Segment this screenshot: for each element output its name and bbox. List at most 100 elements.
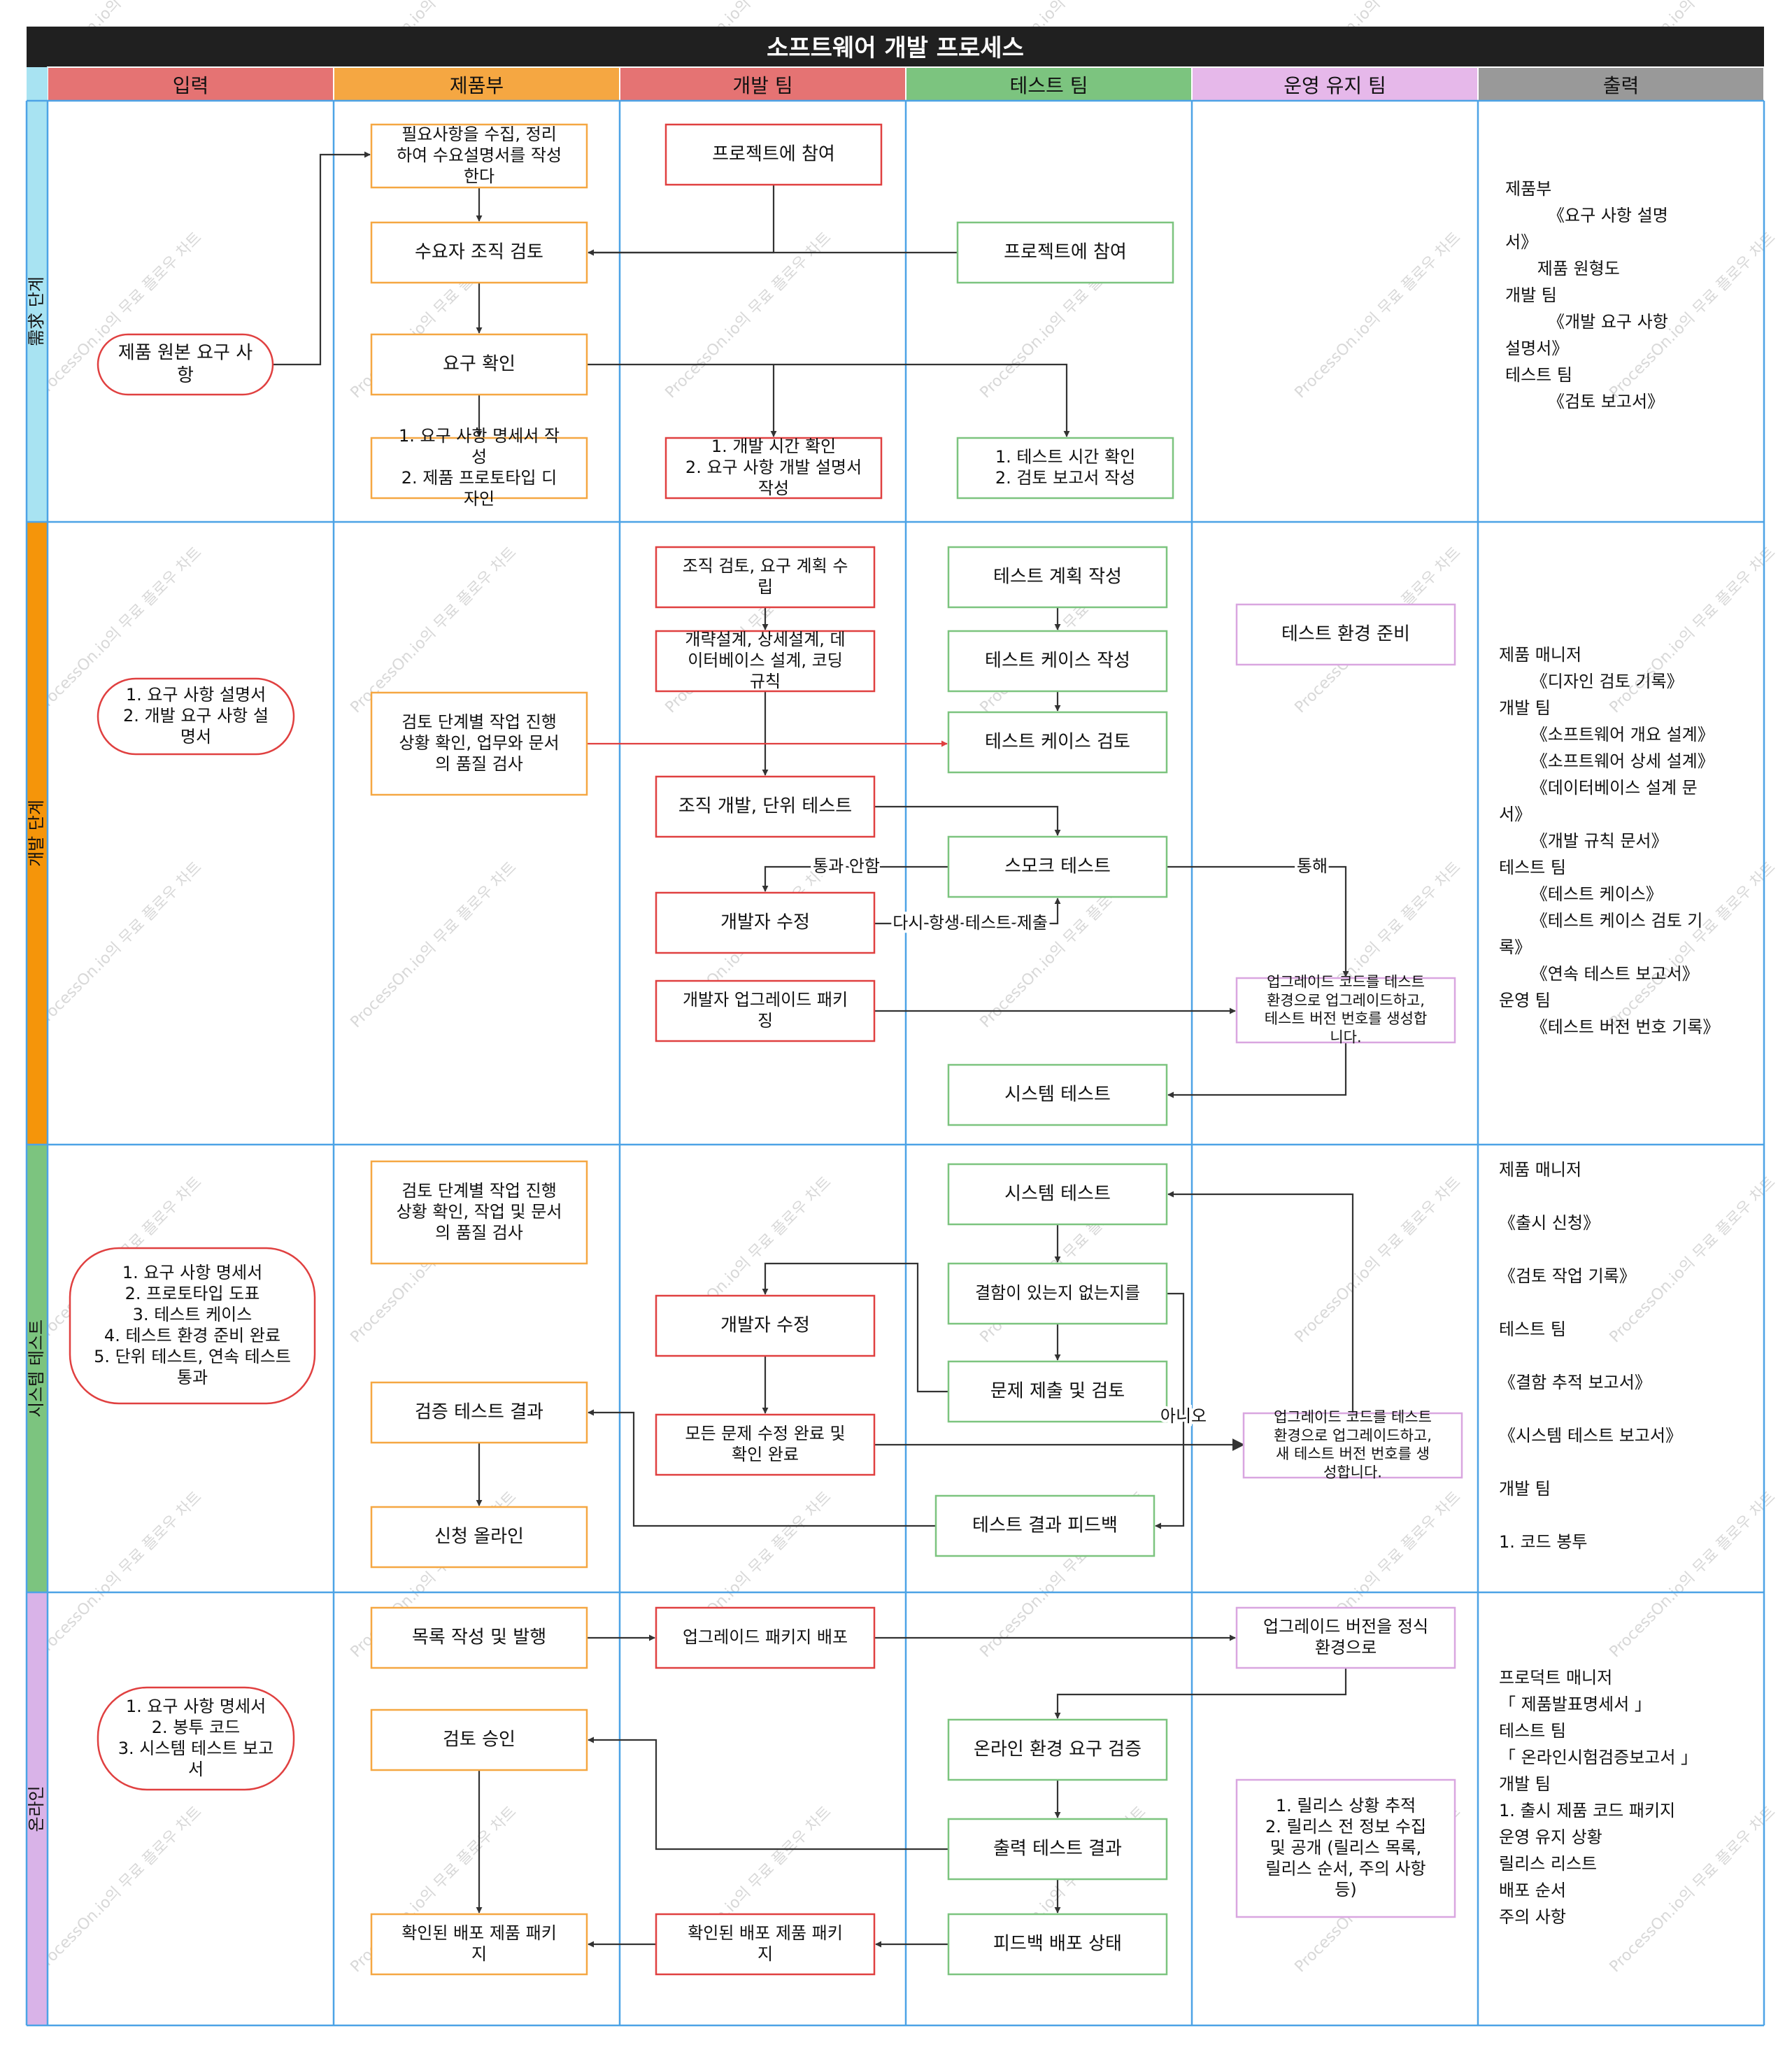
node-shape-rect: [947, 711, 1168, 774]
process-node-r2-t1[interactable]: 테스트 계획 작성: [947, 546, 1168, 609]
process-node-r1-p3[interactable]: 요구 확인: [370, 333, 588, 396]
process-node-r4-o2[interactable]: 1. 릴리스 상황 추적2. 릴리스 전 정보 수집및 공개 (릴리스 목록,릴…: [1235, 1778, 1456, 1918]
node-label: 성합니다.: [1323, 1464, 1382, 1480]
process-node-r4-p3[interactable]: 확인된 배포 제품 패키지: [370, 1913, 588, 1976]
node-label: 확인된 배포 제품 패키: [688, 1923, 843, 1943]
edge-label-resubmit: 다시 항생 테스트 제출: [893, 913, 1048, 933]
node-label: 및 공개 (릴리스 목록,: [1270, 1838, 1422, 1858]
node-label: 스모크 테스트: [1004, 856, 1111, 877]
node-shape-rect: [370, 1160, 588, 1265]
node-shape-oval: [97, 1686, 295, 1791]
node-shape-rect: [655, 1606, 876, 1669]
process-node-r3-d2[interactable]: 모든 문제 수정 완료 및확인 완료: [655, 1413, 876, 1476]
process-node-r4-p2[interactable]: 검토 승인: [370, 1708, 588, 1771]
process-node-r3-d1[interactable]: 개발자 수정: [655, 1294, 876, 1357]
node-label: 테스트 환경 준비: [1281, 624, 1410, 645]
node-label: 지: [758, 1944, 773, 1964]
node-label: 2. 제품 프로토타입 디: [401, 468, 557, 488]
process-node-r1-in[interactable]: 제품 원본 요구 사항: [97, 333, 274, 396]
node-label: 징: [758, 1011, 773, 1031]
node-shape-rect: [947, 546, 1168, 609]
node-label: 테스트 케이스 검토: [985, 732, 1130, 753]
process-node-r2-t4[interactable]: 스모크 테스트: [947, 835, 1168, 898]
node-label: 의 품질 검사: [435, 1223, 523, 1243]
node-label: 피드백 배포 상태: [993, 1934, 1122, 1955]
process-node-r2-t2[interactable]: 테스트 케이스 작성: [947, 630, 1168, 693]
process-node-r1-d1[interactable]: 프로젝트에 참여: [664, 123, 883, 186]
process-node-r2-t3[interactable]: 테스트 케이스 검토: [947, 711, 1168, 774]
node-label: 하여 수요설명서를 작성: [397, 146, 562, 165]
node-label: 2. 프로토타입 도표: [125, 1284, 260, 1303]
process-node-r4-d1[interactable]: 업그레이드 패키지 배포: [655, 1606, 876, 1669]
node-shape-rect: [370, 221, 588, 284]
process-node-r3-p2[interactable]: 검증 테스트 결과: [370, 1381, 588, 1444]
watermark-text: ProcessOn.io의 무료 플로우 차트: [33, 858, 206, 1031]
watermark-text: ProcessOn.io의 무료 플로우 차트: [662, 229, 835, 402]
node-shape-rect: [947, 835, 1168, 898]
process-node-r4-t1[interactable]: 온라인 환경 요구 검증: [947, 1718, 1168, 1781]
node-shape-rect: [664, 437, 883, 500]
process-node-r2-d4[interactable]: 개발자 수정: [655, 891, 876, 954]
process-node-r2-d1[interactable]: 조직 검토, 요구 계획 수립: [655, 546, 876, 609]
process-node-r3-p3[interactable]: 신청 올라인: [370, 1506, 588, 1569]
node-label: 시스템 테스트: [1004, 1184, 1111, 1205]
node-label: 1. 요구 사항 명세서 작: [399, 426, 560, 446]
process-node-r1-t2[interactable]: 1. 테스트 시간 확인2. 검토 보고서 작성: [956, 437, 1174, 500]
connector-arrow: [1167, 1191, 1354, 1413]
node-shape-rect: [370, 123, 588, 189]
node-label: 4. 테스트 환경 준비 완료: [104, 1326, 280, 1345]
process-node-r3-t2[interactable]: 결함이 있는지 없는지를: [947, 1262, 1168, 1325]
process-node-r1-p4[interactable]: 1. 요구 사항 명세서 작성2. 제품 프로토타입 디자인: [370, 426, 588, 509]
node-label: 등): [1335, 1880, 1356, 1899]
column-header-bg: [1191, 66, 1479, 101]
node-shape-rect: [655, 1913, 876, 1976]
row-label-bg: [27, 522, 48, 1145]
process-node-r2-d5[interactable]: 개발자 업그레이드 패키징: [655, 979, 876, 1042]
process-node-r4-t3[interactable]: 피드백 배포 상태: [947, 1913, 1168, 1976]
connector-arrow: [1167, 865, 1349, 977]
process-node-r3-t3[interactable]: 문제 제출 및 검토: [947, 1360, 1168, 1423]
connector-arrow: [1167, 1042, 1347, 1098]
process-node-r4-p1[interactable]: 목록 작성 및 발행: [370, 1606, 588, 1669]
process-node-r2-d3[interactable]: 조직 개발, 단위 테스트: [655, 775, 876, 838]
process-node-r4-t2[interactable]: 출력 테스트 결과: [947, 1818, 1168, 1881]
process-node-r2-t5[interactable]: 시스템 테스트: [947, 1063, 1168, 1126]
node-label: 2. 릴리스 전 정보 수집: [1265, 1817, 1426, 1837]
process-node-r3-t1[interactable]: 시스템 테스트: [947, 1163, 1168, 1226]
node-label: 온라인 환경 요구 검증: [974, 1739, 1142, 1760]
node-label: 3. 시스템 테스트 보고: [118, 1739, 273, 1758]
node-shape-rect: [947, 630, 1168, 693]
node-label: 2. 요구 사항 개발 설명서: [685, 458, 862, 477]
process-node-r1-t1[interactable]: 프로젝트에 참여: [956, 221, 1174, 284]
output-line: 개발 팀: [1499, 1774, 1551, 1794]
output-block: 프로덕트 매니저「 제품발표명세서 」테스트 팀「 온라인시험검증보고서 」개발…: [1499, 1668, 1698, 1927]
node-label: 1. 요구 사항 설명서: [126, 685, 266, 705]
node-shape-rect: [655, 775, 876, 838]
row-label-bg: [27, 1592, 48, 2025]
process-node-r3-t4[interactable]: 테스트 결과 피드백: [934, 1494, 1155, 1557]
output-line: 《개발 요구 사항: [1505, 312, 1668, 332]
process-node-r2-o1[interactable]: 테스트 환경 준비: [1235, 603, 1456, 666]
node-shape-oval: [97, 677, 295, 756]
node-label: 테스트 케이스 작성: [985, 651, 1130, 672]
node-shape-rect: [370, 691, 588, 796]
output-line: 「 온라인시험검증보고서 」: [1499, 1748, 1698, 1767]
process-node-r1-p2[interactable]: 수요자 조직 검토: [370, 221, 588, 284]
node-label: 1. 릴리스 상황 추적: [1276, 1796, 1416, 1816]
node-label: 릴리스 순서, 주의 사항: [1265, 1859, 1425, 1878]
process-node-r4-d2[interactable]: 확인된 배포 제품 패키지: [655, 1913, 876, 1976]
row-label-bg: [27, 1145, 48, 1592]
